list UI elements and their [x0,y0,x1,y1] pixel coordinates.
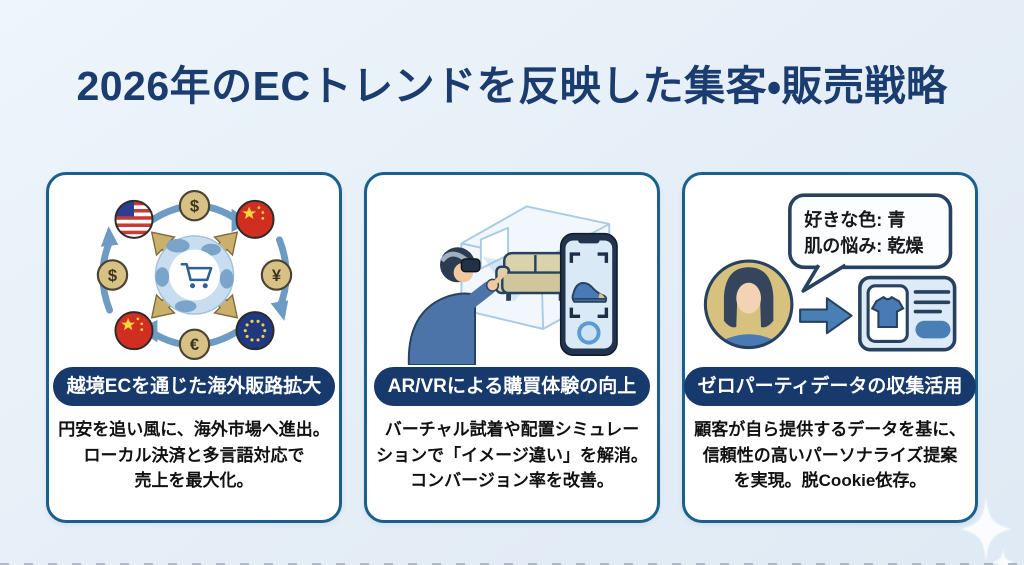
card-badge: AR/VRによる購買体験の向上 [373,367,651,406]
sneaker-icon [571,282,608,303]
page-title: 2026年のECトレンドを反映した集客・販売戦略 [76,63,948,109]
customer-data-card-icon: 好きな色: 青 肌の悩み: 乾燥 [701,175,959,367]
bubble-line: 好きな色: 青 [804,209,905,230]
card-body-line: 円安を追い風に、海外市場へ進出。 [58,420,330,439]
globe-cart-currency-flags-icon: $ $ ¥ € [92,175,297,367]
card-body-line: バーチャル試着や配置シミュレー [384,420,640,439]
card-body: バーチャル試着や配置シミュレー ションで「イメージ違い」を解消。 コンバージョン… [376,417,648,494]
us-flag-icon [113,199,153,239]
cards-row: $ $ ¥ € 越境ECを通じた海外販路拡大 円安を追い風に、海外市場へ進出。 … [46,172,978,523]
card-body-line: 信頼性の高いパーソナライズ提案 [702,445,958,465]
china-flag-icon [113,311,153,351]
card-body-line: ションで「イメージ違い」を解消。 [376,445,648,465]
sparkle-icon [960,496,1012,562]
card-body-line: を実現。脱Cookie依存。 [733,471,927,490]
vr-headset-icon [460,258,481,273]
scan-frame-icon [569,252,609,319]
euro-coin-label: € [189,335,198,354]
card-body: 円安を追い風に、海外市場へ進出。 ローカル決済と多言語対応で 売上を最大化。 [58,417,330,494]
card-badge: 越境ECを通じた海外販路拡大 [52,367,336,406]
card-zero-party-data: 好きな色: 青 肌の悩み: 乾燥 [682,172,978,523]
card-body-line: コンバージョン率を改善。 [410,471,614,490]
card-body-line: 顧客が自ら提供するデータを基に、 [694,420,966,439]
sparkle-icon [992,548,1014,565]
dollar-coin-label: $ [107,266,116,285]
yen-coin-label: ¥ [271,266,281,285]
vr-user-icon [407,247,508,365]
card-body: 顧客が自ら提供するデータを基に、 信頼性の高いパーソナライズ提案 を実現。脱Co… [694,417,966,494]
bubble-line: 肌の悩み: 乾燥 [804,234,924,255]
ar-phone-icon [559,232,618,356]
china-flag-icon [235,199,275,239]
card-ar-vr: AR/VRによる購買体験の向上 バーチャル試着や配置シミュレー ションで「イメー… [364,172,660,523]
dollar-coin-label: $ [189,197,198,216]
speech-bubble: 好きな色: 青 肌の悩み: 乾燥 [788,192,953,293]
cta-pill [915,320,951,338]
globe-cart-icon [154,235,234,315]
customer-avatar [703,259,794,349]
shutter-button [577,321,601,345]
eu-flag-icon [235,311,275,351]
card-body-line: ローカル決済と多言語対応で [83,445,305,465]
right-arrow-icon [799,296,853,334]
card-badge: ゼロパーティデータの収集活用 [683,367,977,406]
card-body-line: 売上を最大化。 [134,471,254,490]
currency-coins: $ $ ¥ € [96,189,292,361]
tshirt-icon [870,295,905,328]
product-card-icon [858,275,957,351]
text-lines [913,289,951,313]
bottom-edge-line [0,563,1024,565]
vr-user-room-phone-icon [395,175,629,367]
card-cross-border-ec: $ $ ¥ € 越境ECを通じた海外販路拡大 円安を追い風に、海外市場へ進出。 … [46,172,342,523]
